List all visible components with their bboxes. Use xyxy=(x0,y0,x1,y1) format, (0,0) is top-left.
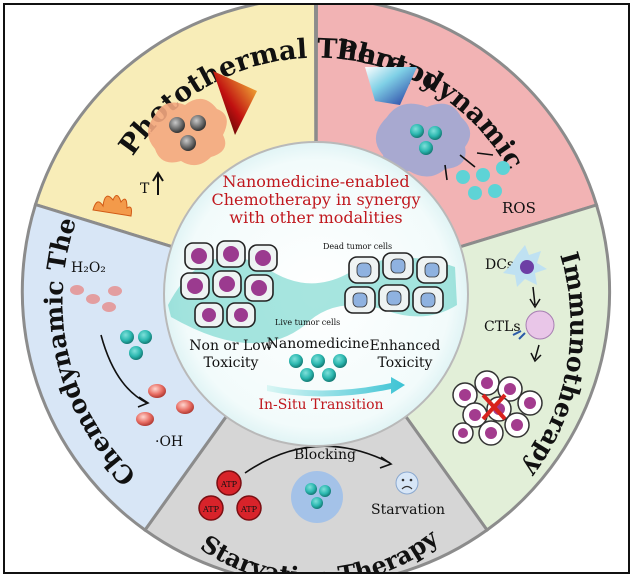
heated-cell-blob xyxy=(148,98,227,166)
nanoparticle xyxy=(190,115,206,131)
sad-face-icon xyxy=(395,471,419,495)
h2o2-molecule xyxy=(70,285,84,295)
atp-molecule xyxy=(198,495,224,521)
nanomedicine-label: Nanomedicine xyxy=(267,336,370,352)
temperature-up-arrow-icon xyxy=(152,171,164,195)
tumor-cluster-icon xyxy=(452,370,543,446)
dead-tumor-cells xyxy=(344,252,448,314)
dcs-label: DCs xyxy=(485,257,514,273)
h2o2-molecule xyxy=(102,302,116,312)
h2o2-molecule xyxy=(86,294,100,304)
oh-radical xyxy=(176,400,194,414)
ctls-label: CTLs xyxy=(484,319,521,335)
transition-label: In-Situ Transition xyxy=(258,397,383,413)
blocking-arrow-head-icon xyxy=(379,456,393,469)
sad-face-eye xyxy=(409,478,413,482)
blocking-label: Blocking xyxy=(294,447,356,463)
right-caption-line-1: Enhanced xyxy=(370,338,441,354)
reaction-arrow-icon xyxy=(100,334,148,404)
temperature-label: T xyxy=(140,181,150,197)
ros-particle xyxy=(476,168,490,182)
immunotherapy-illustration: DCs CTLs xyxy=(452,245,555,446)
light-beam-icon xyxy=(365,67,417,105)
nanoparticle xyxy=(428,126,442,140)
atp-molecule xyxy=(236,495,262,521)
heat-gradient-icon xyxy=(213,71,257,135)
photothermal-illustration: T xyxy=(92,71,257,217)
ros-particle xyxy=(488,184,502,198)
oh-radical xyxy=(136,412,154,426)
ros-particle xyxy=(468,186,482,200)
atp-label: ATP xyxy=(202,505,220,514)
nanoparticle xyxy=(120,330,134,344)
nanoparticle xyxy=(419,141,433,155)
right-caption-line-2: Toxicity xyxy=(378,355,433,371)
transition-arrow-icon xyxy=(267,377,405,397)
dead-cells-label: Dead tumor cells xyxy=(323,242,392,251)
atp-label: ATP xyxy=(240,505,258,514)
nanoparticle xyxy=(129,346,143,360)
down-arrow-icon xyxy=(529,286,541,309)
nanoparticle xyxy=(311,497,323,509)
left-caption-line-2: Toxicity xyxy=(204,355,259,371)
atp-group: ATP ATP ATP xyxy=(198,470,262,521)
reaction-arrow-head-icon xyxy=(137,396,150,408)
center-heading-line-3: with other modalities xyxy=(229,208,402,227)
oh-label: ·OH xyxy=(155,434,183,450)
down-arrow-icon xyxy=(530,344,542,363)
chemodynamic-illustration: H₂O₂ ·OH xyxy=(70,260,194,450)
ros-particle xyxy=(456,170,470,184)
nanoparticle xyxy=(180,135,196,151)
live-cells-label: Live tumor cells xyxy=(275,318,340,327)
nanoparticle xyxy=(169,117,185,133)
h2o2-molecule xyxy=(108,286,122,296)
center-panel: Nanomedicine-enabled Chemotherapy in syn… xyxy=(163,141,469,447)
photosensitized-cell-blob xyxy=(375,103,471,177)
dendritic-cell-nucleus xyxy=(520,260,534,274)
nanoparticle xyxy=(305,483,317,495)
atp-label: ATP xyxy=(220,480,238,489)
left-caption-line-1: Non or Low xyxy=(189,338,272,354)
oh-radical xyxy=(148,384,166,398)
kill-cross-icon xyxy=(481,393,507,421)
ros-particle xyxy=(496,161,510,175)
sad-face-eye xyxy=(401,478,405,482)
nanoparticle xyxy=(319,485,331,497)
live-tumor-cells xyxy=(180,240,278,328)
flame-icon xyxy=(92,195,132,217)
nanoparticle xyxy=(138,330,152,344)
atp-molecule xyxy=(216,470,242,496)
center-heading-line-2: Chemotherapy in synergy xyxy=(211,190,420,209)
ctl-receptor-icon xyxy=(512,330,526,340)
starvation-illustration: Blocking ATP ATP ATP Starvation xyxy=(198,445,445,523)
h2o2-label: H₂O₂ xyxy=(71,260,106,276)
ros-label: ROS xyxy=(502,199,536,217)
synergy-diagram: Photothermal Therapy Photodynamic Therap… xyxy=(5,5,612,572)
center-heading-line-1: Nanomedicine-enabled xyxy=(222,172,409,191)
starvation-label: Starvation xyxy=(371,502,445,518)
photodynamic-illustration: ROS xyxy=(365,67,536,217)
sad-face-mouth xyxy=(401,485,413,490)
ros-arrows-icon xyxy=(444,152,494,181)
figure-frame: Photothermal Therapy Photodynamic Therap… xyxy=(3,3,630,574)
nanomedicine-particles xyxy=(289,354,347,382)
ctl-cell-icon xyxy=(525,310,555,340)
nanoparticle xyxy=(410,124,424,138)
